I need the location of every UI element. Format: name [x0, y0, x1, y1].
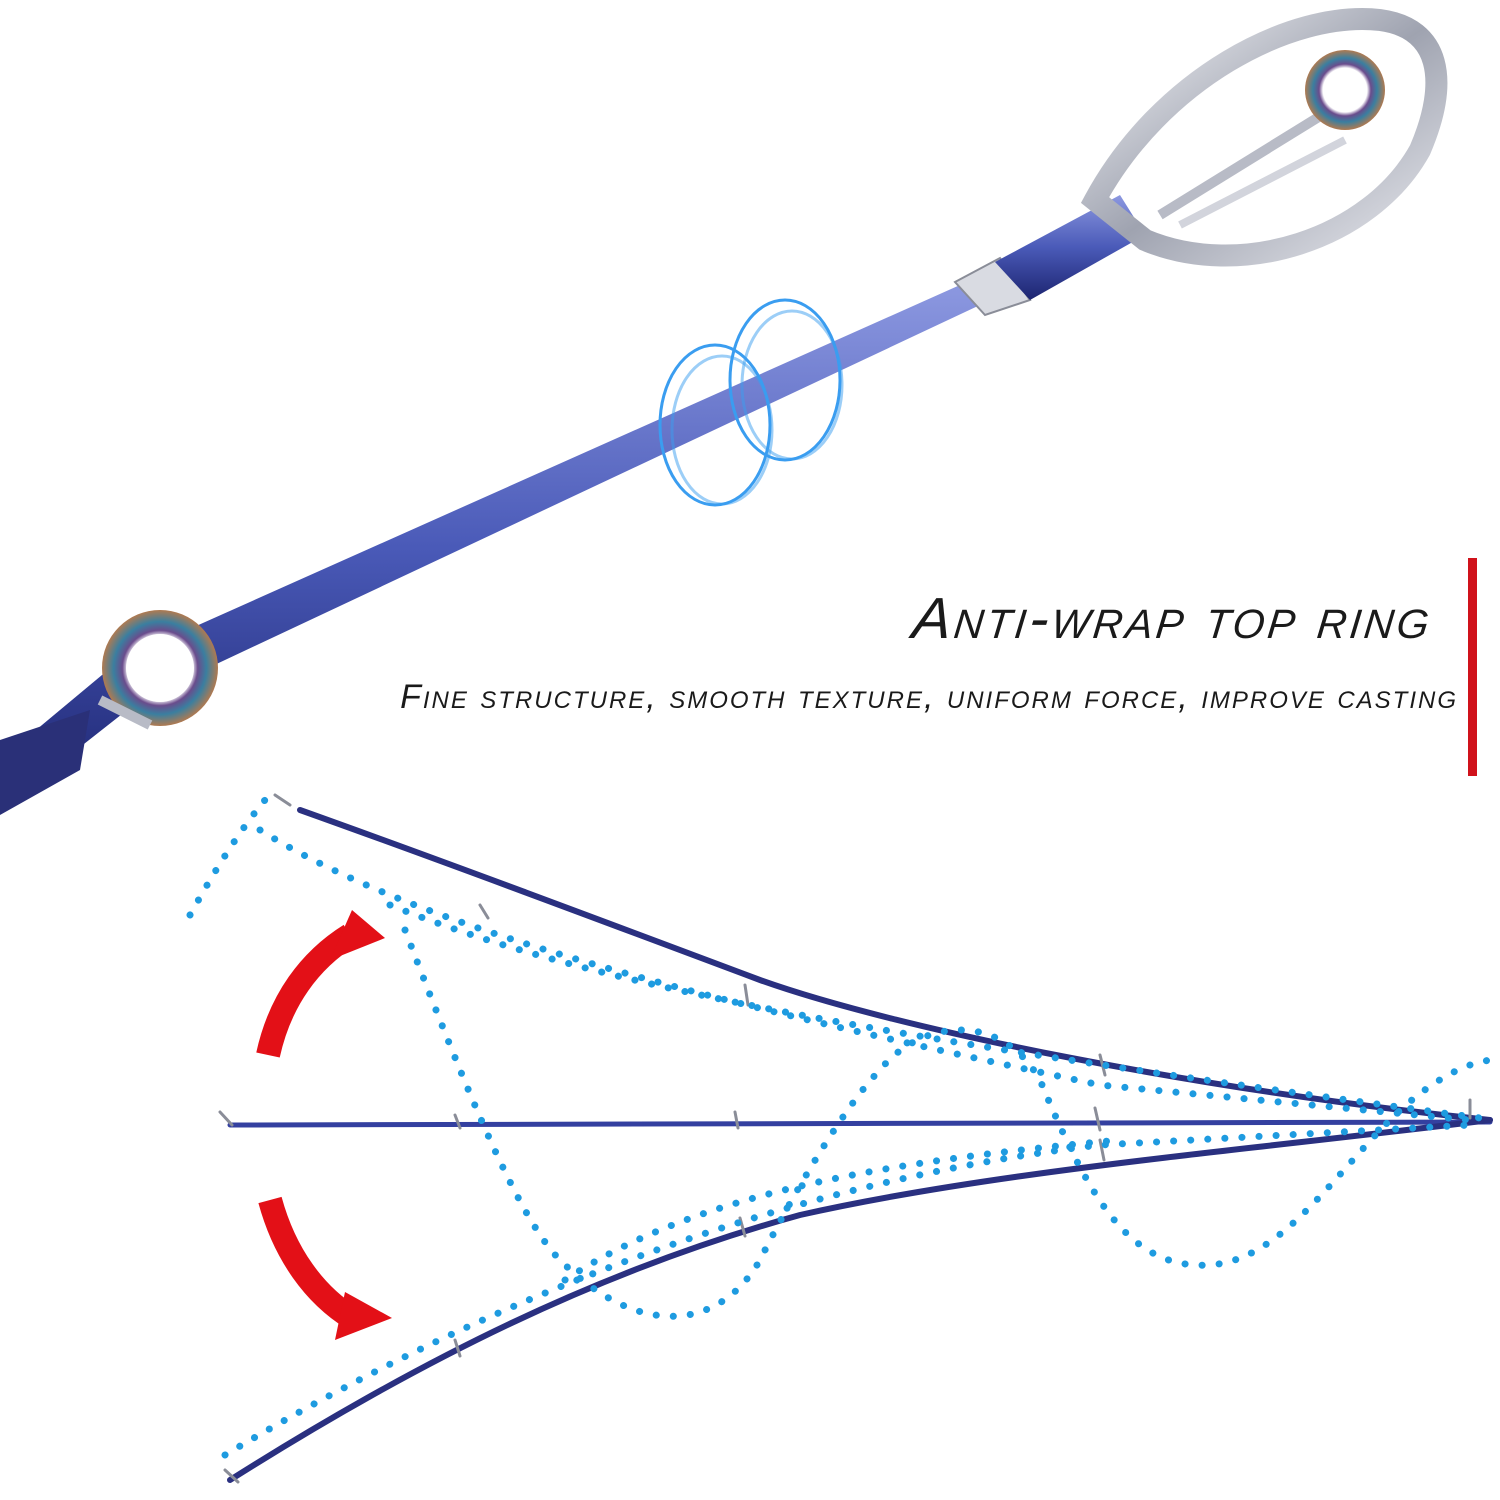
rotation-rings-icon: [658, 298, 844, 507]
motion-dotted-lines: [186, 796, 1499, 1459]
feature-description: Fine structure, smooth texture, uniform …: [400, 678, 1458, 716]
lower-guide: [97, 610, 218, 730]
feature-headline: Anti-wrap top ring: [909, 586, 1436, 651]
rod-bent-down: [227, 1117, 1493, 1483]
rod-straight: [227, 1119, 1493, 1128]
rod-blank: [0, 285, 980, 810]
rod-butt-section: [0, 710, 90, 815]
accent-bar: [1468, 558, 1477, 776]
bend-up-arrow-icon: [256, 910, 385, 1058]
anti-wrap-top-guide: [1080, 8, 1448, 267]
rod-bent-up: [297, 807, 1493, 1123]
bend-down-arrow-icon: [258, 1196, 392, 1340]
bending-rod-diagram: [218, 793, 1493, 1484]
